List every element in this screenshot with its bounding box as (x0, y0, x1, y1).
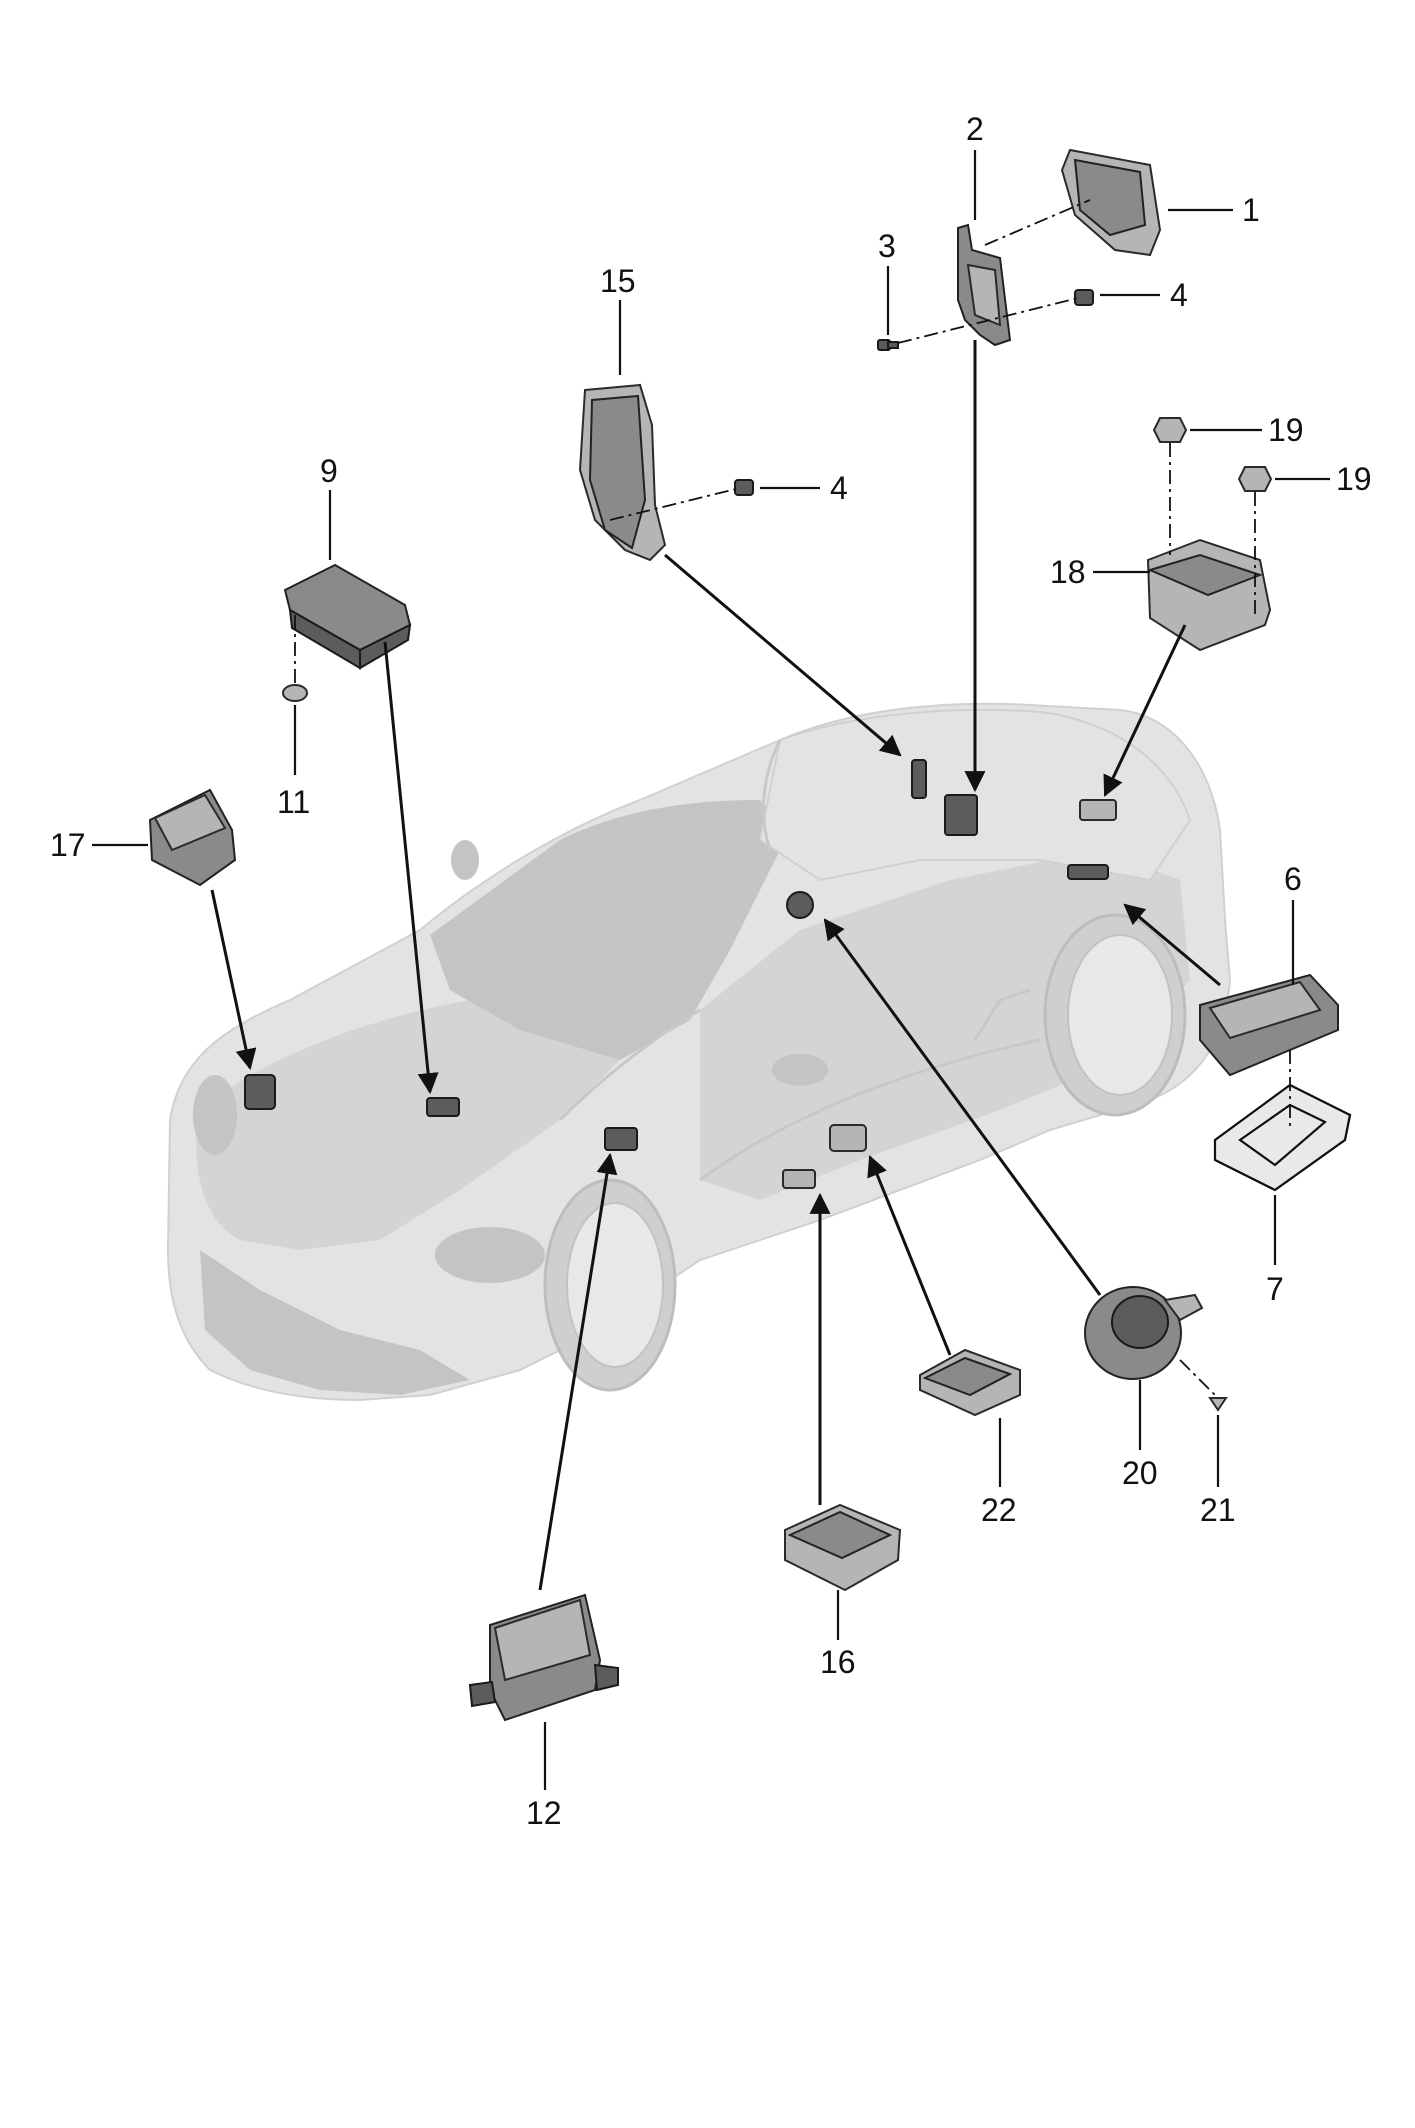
callout-3: 3 (878, 228, 896, 264)
callout-16: 16 (820, 1644, 856, 1680)
part-3-screw (877, 339, 899, 351)
callout-18: 18 (1050, 554, 1086, 590)
callout-7: 7 (1266, 1271, 1284, 1307)
part-19-nut-upper (1152, 417, 1188, 443)
part-6-control-unit (1199, 973, 1339, 1077)
callout-22: 22 (981, 1492, 1017, 1528)
part-18-module (1146, 538, 1272, 652)
callout-15: 15 (600, 263, 636, 299)
callout-9: 9 (320, 453, 338, 489)
callout-6: 6 (1284, 861, 1302, 897)
callout-21: 21 (1200, 1492, 1236, 1528)
part-11-nut (282, 684, 308, 702)
part-16-module (784, 1503, 902, 1592)
part-4-clip-lower (734, 479, 754, 496)
part-22-module (919, 1348, 1021, 1417)
part-4-clip-upper (1074, 289, 1094, 306)
callout-4-lower: 4 (830, 470, 848, 506)
callout-labels: 1 2 3 4 15 4 9 19 19 18 11 17 6 7 20 21 … (50, 111, 1372, 1831)
callout-11: 11 (277, 784, 310, 820)
part-15-module (578, 383, 667, 562)
callout-19-lower: 19 (1336, 461, 1372, 497)
leader-lines (92, 150, 1330, 1790)
part-17-module (148, 788, 237, 887)
part-7-frame (1213, 1083, 1352, 1192)
car-illustration (166, 702, 1232, 1402)
part-19-nut-lower (1237, 466, 1273, 492)
callout-2: 2 (966, 111, 984, 147)
callout-17: 17 (50, 827, 86, 863)
callout-4-upper: 4 (1170, 277, 1188, 313)
part-9-module (283, 563, 412, 670)
callout-1: 1 (1242, 192, 1260, 228)
location-arrows (210, 340, 1221, 1591)
part-1-control-unit (1060, 148, 1162, 257)
part-21-screw (1208, 1397, 1228, 1412)
part-20-speaker (1084, 1286, 1204, 1380)
alignment-lines (294, 199, 1291, 1399)
callout-20: 20 (1122, 1455, 1158, 1491)
callout-12: 12 (526, 1795, 562, 1831)
installed-parts (244, 759, 1117, 1189)
part-2-bracket (957, 223, 1012, 347)
part-12-module (468, 1593, 619, 1722)
callout-19-upper: 19 (1268, 412, 1304, 448)
